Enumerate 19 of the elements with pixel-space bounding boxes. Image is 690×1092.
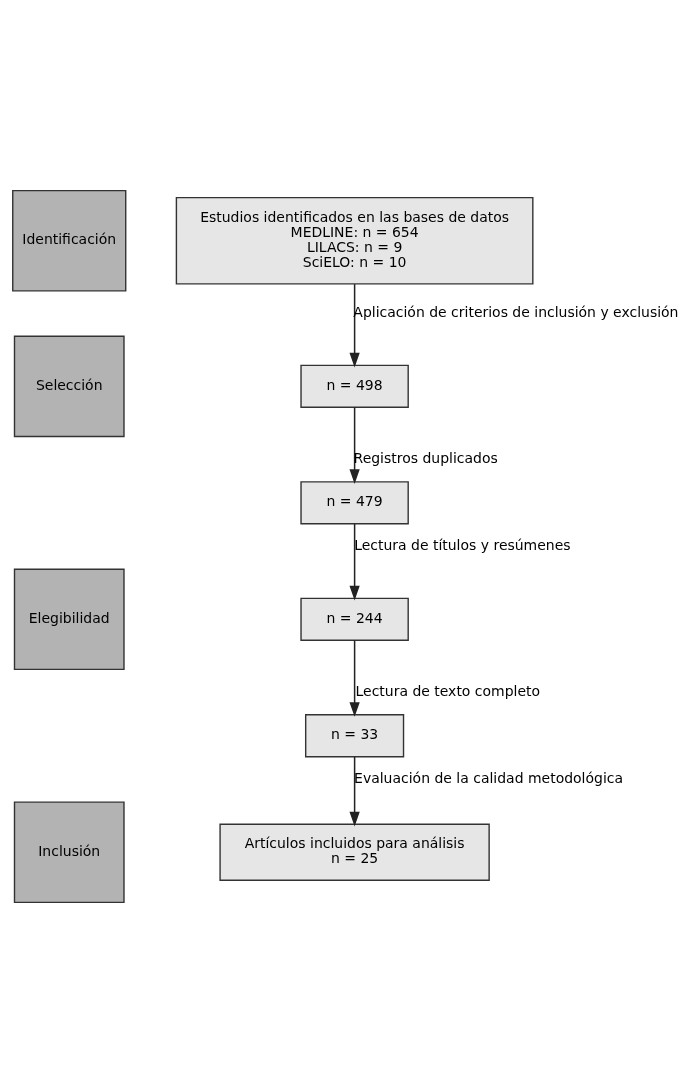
node-box: n = 33: [305, 713, 405, 757]
node-box: Elegibilidad: [13, 568, 125, 670]
node-box: Artículos incluidos para análisis n = 25: [219, 823, 490, 881]
edge-label: Evaluación de la calidad metodológica: [354, 769, 624, 786]
arrow: [349, 406, 360, 484]
arrow: [349, 282, 360, 367]
edge-label: Registros duplicados: [353, 449, 498, 466]
node-box: Estudios identificados en las bases de datos MEDLINE: n = 654 LILACS: n = 9 SciELO: n = 10: [175, 196, 534, 285]
node-box: Inclusión: [13, 800, 125, 903]
arrow: [349, 639, 360, 717]
node-box: n = 498: [300, 364, 409, 408]
node-box: Selección: [13, 335, 125, 437]
node-box: Identificación: [12, 189, 127, 292]
node-box: n = 479: [300, 480, 409, 524]
arrow: [349, 755, 360, 826]
edge-label: Lectura de texto completo: [355, 682, 541, 699]
node-box: n = 244: [300, 597, 409, 641]
edge-label: Lectura de títulos y resúmenes: [354, 536, 571, 553]
arrow: [349, 522, 360, 600]
